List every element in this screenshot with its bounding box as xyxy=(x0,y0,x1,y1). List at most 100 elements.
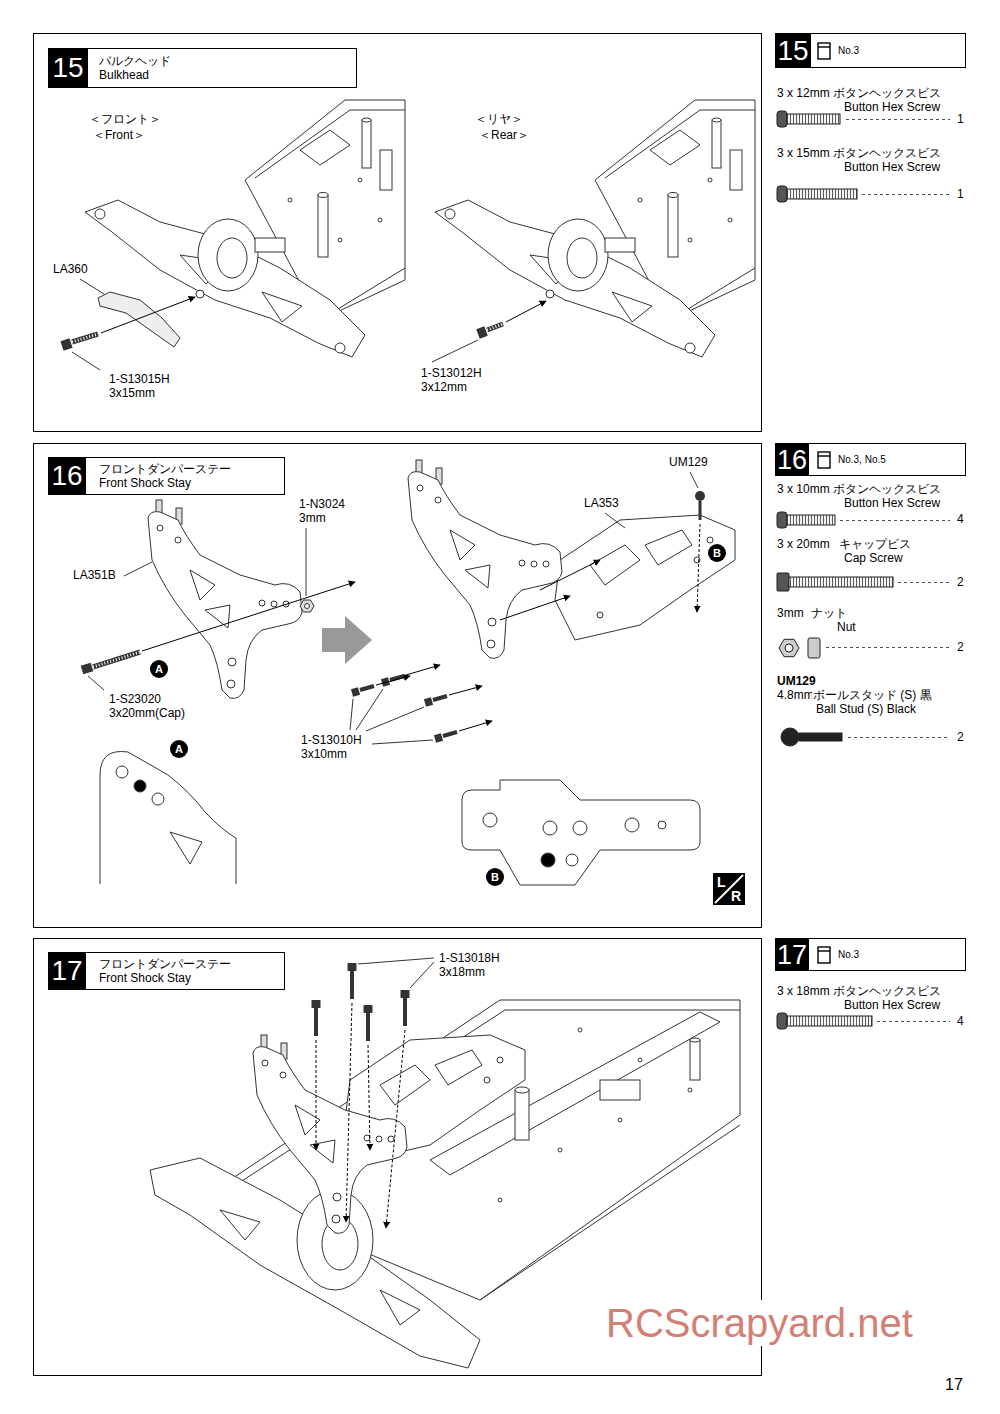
step-panel xyxy=(34,444,762,928)
leader-line xyxy=(605,513,625,528)
marker-circle: B xyxy=(708,544,726,562)
leader-line xyxy=(350,699,353,730)
shock-stay-drawing xyxy=(148,460,735,698)
dimension: 4.8mm xyxy=(776,688,815,702)
side-letter: R xyxy=(731,888,741,904)
view-caption: ＜フロント＞ xyxy=(88,112,162,126)
screw-icon xyxy=(777,1013,787,1029)
dimension: 3 x 10mm xyxy=(776,482,831,496)
screw-drawing xyxy=(93,652,140,667)
screw-drawing xyxy=(350,971,354,999)
step-number-text: 17 xyxy=(51,956,82,986)
screw-drawing xyxy=(62,343,71,346)
step-number-text: 16 xyxy=(51,461,82,491)
dimension: 3mm xyxy=(776,606,805,620)
bag-icon xyxy=(818,947,830,963)
parts-bag-header: No.3 15 xyxy=(775,33,966,68)
dimension: 3mm xyxy=(298,511,327,525)
dimension: 3 x 12mm xyxy=(776,86,831,100)
shock-stay-drawing xyxy=(253,1035,525,1233)
part-name: ボタンヘックスビス xyxy=(832,482,942,496)
screw-icon xyxy=(862,194,950,195)
screw-icon xyxy=(781,728,799,746)
bag-icon xyxy=(818,455,830,456)
quantity: 1 xyxy=(956,187,965,201)
left-right-icon: LR xyxy=(713,873,745,905)
assembly-arrow xyxy=(368,1045,370,1150)
chassis-drawing xyxy=(498,1198,502,1202)
step-number-text: 17 xyxy=(777,940,807,970)
bag-icon xyxy=(818,950,830,951)
step-title: フロントダンパーステー xyxy=(99,462,231,476)
screw-drawing xyxy=(82,667,92,670)
detail-view xyxy=(100,751,700,885)
bag-number: No.3 xyxy=(838,45,859,57)
part-number: LA353 xyxy=(583,496,620,510)
detail-view xyxy=(152,793,164,805)
part-name: Button Hex Screw xyxy=(843,100,941,114)
chassis-drawing xyxy=(618,1118,622,1122)
leader-line xyxy=(72,352,100,370)
detail-view xyxy=(134,780,146,792)
step-number-text: 15 xyxy=(777,36,808,66)
page-number: 17 xyxy=(944,1376,964,1394)
marker-letter: B xyxy=(713,547,721,559)
screw-icon xyxy=(826,647,950,648)
part-number: 1-S13018H xyxy=(438,951,501,965)
screw-drawing xyxy=(478,331,486,334)
quantity: 2 xyxy=(956,730,965,744)
part-name: Cap Screw xyxy=(843,551,904,565)
screw-drawing xyxy=(433,696,447,700)
step-title: バルクヘッド xyxy=(99,54,171,68)
screw-icon xyxy=(777,111,787,127)
dimension: 3 x 18mm xyxy=(776,984,831,998)
leader-line xyxy=(306,528,307,596)
step-panel xyxy=(34,34,762,1376)
screw-icon xyxy=(799,733,842,741)
part-number: UM129 xyxy=(776,674,817,688)
chassis-drawing xyxy=(85,100,755,357)
part-name: ナット xyxy=(810,606,848,620)
detail-view xyxy=(625,818,639,832)
detail-view xyxy=(541,853,555,867)
step-title: Bulkhead xyxy=(99,68,149,82)
view-caption: ＜リヤ＞ xyxy=(474,112,524,126)
dimension: 3x20mm(Cap) xyxy=(108,706,186,720)
watermark: RCScrapyard.net xyxy=(605,1300,914,1346)
screw-drawing xyxy=(401,990,410,998)
screw-icon xyxy=(777,512,787,528)
part-number: LA351B xyxy=(72,568,117,582)
screw-drawing xyxy=(72,334,98,342)
screw-drawing xyxy=(72,334,98,342)
assembly-arrow xyxy=(406,665,440,675)
screw-drawing xyxy=(360,686,374,690)
assembly-arrow xyxy=(316,1040,317,1150)
detail-view xyxy=(483,813,497,827)
step-number: 16 xyxy=(775,443,809,476)
assembly-arrow xyxy=(316,1003,405,1228)
assembly-arrow xyxy=(346,1003,352,1222)
step-header: フロントダンパーステーFront Shock Stay16 xyxy=(48,457,285,495)
screw-icon xyxy=(848,737,950,738)
chassis-drawing xyxy=(600,1080,640,1100)
dimension: 3x15mm xyxy=(108,386,156,400)
part-name: キャップビス xyxy=(838,537,912,551)
screw-icon xyxy=(898,582,950,583)
bag-icon xyxy=(818,452,830,468)
marker-circle: A xyxy=(150,660,168,678)
assembly-arrow xyxy=(500,596,570,620)
part-number: 1-S23020 xyxy=(108,692,162,706)
chassis-drawing xyxy=(220,1210,260,1240)
bag-icon xyxy=(818,43,830,963)
step-number: 17 xyxy=(48,952,86,990)
shock-stay-drawing xyxy=(148,500,302,698)
assembly-arrow xyxy=(386,1030,405,1228)
dimension: 3x18mm xyxy=(438,965,486,979)
screw-drawing xyxy=(403,998,407,1026)
leader-line xyxy=(690,472,698,488)
ball-stud-drawing xyxy=(699,501,702,520)
marker-circle-shape xyxy=(708,544,726,562)
chassis-drawing xyxy=(688,1088,692,1092)
quantity: 1 xyxy=(956,112,965,126)
